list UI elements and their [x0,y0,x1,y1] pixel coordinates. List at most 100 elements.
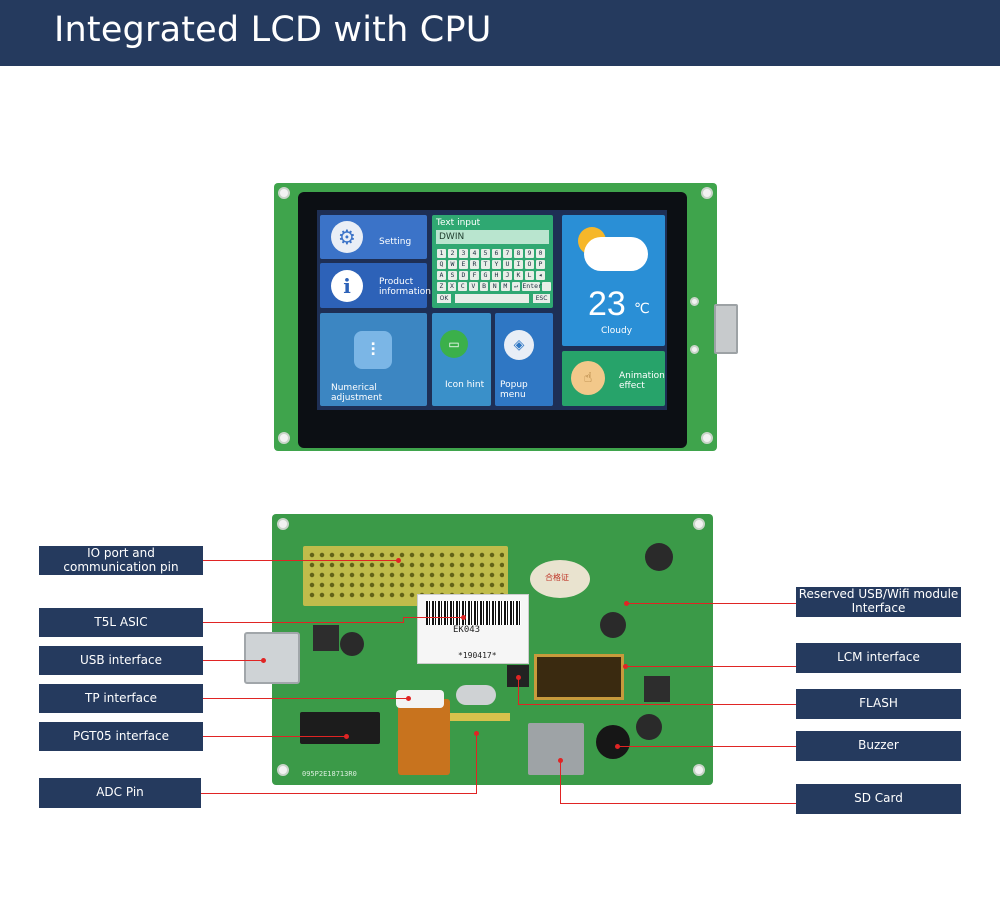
keyboard-key[interactable]: H [492,271,501,280]
numerical-adjustment-label: Numerical adjustment [331,383,383,404]
animation-effect-tile[interactable]: ☝ Animation effect [562,351,665,406]
weather-tile[interactable]: 23 ℃ Cloudy [562,215,665,346]
callout-flash: FLASH [796,689,961,719]
chip-label: EK043 [453,625,481,635]
keyboard-key[interactable]: D [459,271,468,280]
icon-hint-label: Icon hint [445,380,485,390]
buzzer [596,725,630,759]
capacitor [645,543,673,571]
keyboard-key[interactable]: Z [437,282,446,291]
temperature-unit: ℃ [634,301,650,317]
keyboard-key[interactable]: Y [492,260,501,269]
keyboard-key[interactable]: G [481,271,490,280]
ok-key[interactable]: OK [437,294,451,303]
icon-hint-tile[interactable]: ▭ Icon hint [432,313,491,406]
tp-connector [396,690,444,708]
tp-flex-cable [398,699,450,775]
lcm-connector [534,654,624,700]
crystal [456,685,496,705]
callout-pgt05-interface: PGT05 interface [39,722,203,751]
keyboard-key[interactable]: C [458,282,468,291]
keyboard-key[interactable]: S [448,271,457,280]
keyboard-key[interactable]: A [437,271,446,280]
callout-adc-pin: ADC Pin [39,778,201,808]
keyboard-key[interactable]: M [501,282,510,291]
keyboard-key[interactable]: 7 [503,249,512,258]
keyboard-key[interactable]: X [447,282,457,291]
keyboard-key[interactable]: 4 [470,249,479,258]
esc-key[interactable]: ESC [533,294,550,303]
keyboard-key[interactable]: 6 [492,249,501,258]
hand-icon: ☝ [571,361,605,395]
text-input-field[interactable]: DWIN [436,230,549,244]
keyboard-key[interactable]: B [479,282,489,291]
leader-adc [201,793,476,794]
keyboard-key[interactable]: E [459,260,468,269]
keyboard-key[interactable]: 9 [525,249,534,258]
gear-icon: ⚙ [331,221,363,253]
mount-hole [693,518,705,530]
setting-tile[interactable]: ⚙ Setting [320,215,427,259]
serial-number: *190417* [458,651,497,660]
keyboard-key[interactable]: P [536,260,545,269]
callout-usb-interface: USB interface [39,646,203,675]
keyboard-key[interactable]: 8 [514,249,523,258]
keyboard-key[interactable]: 2 [448,249,457,258]
callout-sd-card: SD Card [796,784,961,814]
mount-hole [690,345,699,354]
keyboard-key[interactable]: Q [437,260,446,269]
keyboard-key[interactable]: U [503,260,512,269]
keyboard-key[interactable]: I [514,260,523,269]
keyboard-key[interactable]: F [470,271,479,280]
keyboard-key[interactable]: 1 [437,249,446,258]
callout-lcm-interface: LCM interface [796,643,961,673]
mount-hole [277,518,289,530]
temperature-value: 23 [588,285,626,323]
lcd-screen: ⚙ Setting i Product information Text inp… [317,210,667,410]
keyboard-key[interactable]: R [470,260,479,269]
weather-label: Cloudy [601,326,633,336]
mount-hole [277,764,289,776]
keyboard-key[interactable]: N [490,282,500,291]
board-sticker: EK043 *190417* [417,594,529,664]
keyboard-key[interactable]: ↵ [511,282,521,291]
keyboard-key[interactable]: 5 [481,249,490,258]
keyboard-key[interactable]: O [525,260,534,269]
keyboard-key[interactable] [542,282,552,291]
keyboard-key[interactable]: T [481,260,490,269]
keyboard-key[interactable]: V [469,282,478,291]
keyboard-key[interactable]: ◂ [536,271,545,280]
space-key[interactable] [455,294,529,303]
product-info-tile[interactable]: i Product information [320,263,431,308]
callout-t5l-asic: T5L ASIC [39,608,203,637]
cloud-icon [584,237,648,271]
sliders-icon: ⫶ [354,331,392,369]
keyboard-key[interactable]: Enter [522,282,542,291]
adc-pin-row [450,713,510,721]
keyboard-key[interactable]: 3 [459,249,468,258]
setting-label: Setting [379,237,412,247]
mount-hole [690,297,699,306]
keyboard-key[interactable]: W [448,260,457,269]
mount-hole [701,187,713,199]
leader-sd [560,803,796,804]
mount-hole [278,187,290,199]
popup-menu-tile[interactable]: ◈ Popup menu [495,313,553,406]
keyboard-key[interactable]: J [503,271,512,280]
product-info-label: Product information [379,277,431,298]
sd-card-slot [528,723,584,775]
capacitor [340,632,364,656]
keyboard-key[interactable]: 0 [536,249,545,258]
callout-buzzer: Buzzer [796,731,961,761]
text-input-label: Text input [436,218,481,228]
mount-hole [701,432,713,444]
numerical-adjustment-tile[interactable]: ⫶ Numerical adjustment [320,313,427,406]
popup-menu-label: Popup menu [500,380,528,401]
keyboard-key[interactable]: L [525,271,534,280]
keyboard-key[interactable]: K [514,271,523,280]
